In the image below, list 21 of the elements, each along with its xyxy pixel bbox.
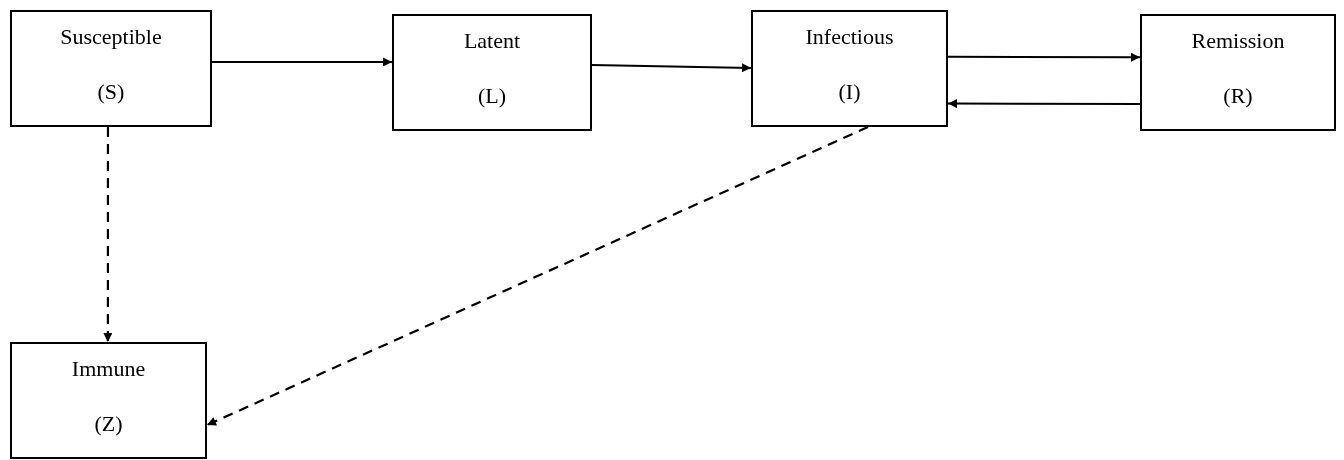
arrow <box>103 127 113 342</box>
arrow <box>591 63 752 73</box>
state-symbol: (S) <box>96 79 126 105</box>
state-box <box>1140 14 1336 131</box>
state-symbol: (L) <box>476 83 508 109</box>
state-symbol: (Z) <box>93 411 124 437</box>
state-box <box>751 10 948 127</box>
state-symbol: (R) <box>1222 83 1254 109</box>
state-name: Susceptible <box>59 24 163 50</box>
state-box <box>392 14 592 131</box>
state-box <box>10 10 212 127</box>
arrow <box>206 126 869 427</box>
state-name: Latent <box>462 28 522 54</box>
state-symbol: (I) <box>837 79 862 105</box>
state-name: Infectious <box>804 24 895 50</box>
arrow <box>947 52 1141 62</box>
arrow <box>211 57 393 67</box>
state-box <box>10 342 207 459</box>
state-name: Immune <box>70 356 147 382</box>
state-name: Remission <box>1190 28 1286 54</box>
arrow <box>947 99 1141 109</box>
